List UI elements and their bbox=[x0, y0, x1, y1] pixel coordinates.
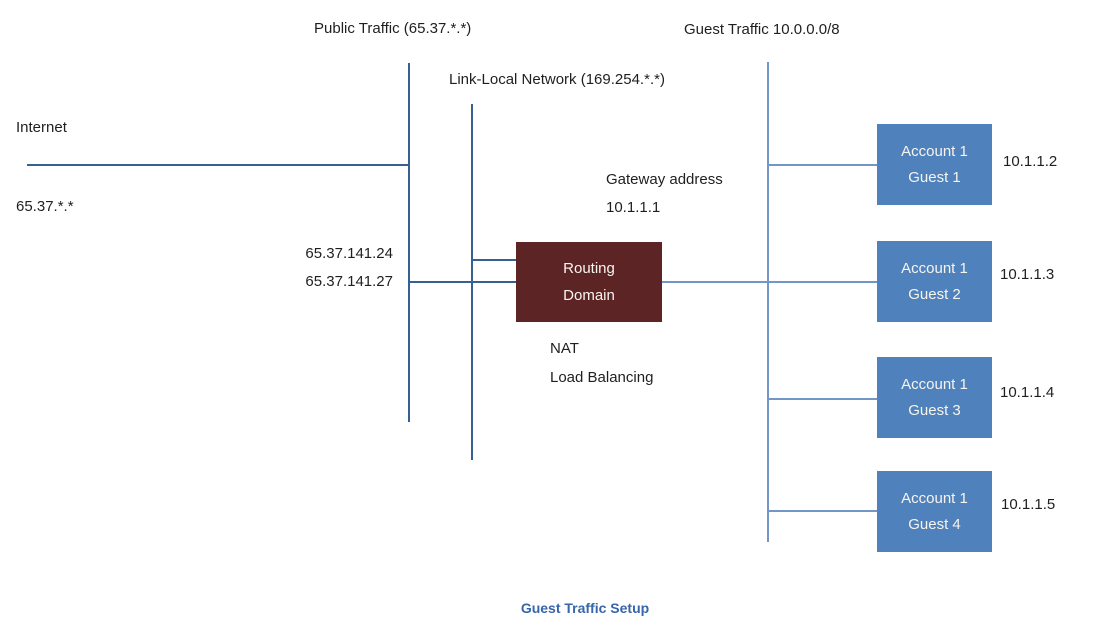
guest-1-name-label: Guest 1 bbox=[908, 168, 961, 186]
guest-3-account-label: Account 1 bbox=[901, 375, 968, 393]
diagram-caption: Guest Traffic Setup bbox=[520, 600, 650, 616]
nat-label: NAT bbox=[550, 340, 579, 357]
routing-domain-label-line2: Domain bbox=[563, 287, 615, 304]
guest-1-branch-line bbox=[769, 164, 877, 166]
guest-4-branch-line bbox=[769, 510, 877, 512]
guest-traffic-bus-line bbox=[767, 62, 769, 542]
guest-2-account-label: Account 1 bbox=[901, 259, 968, 277]
guest-3-ip-label: 10.1.1.4 bbox=[1000, 384, 1055, 401]
guest-3-node: Account 1 Guest 3 bbox=[877, 357, 992, 438]
guest-2-node: Account 1 Guest 2 bbox=[877, 241, 992, 322]
guest-4-ip-label: 10.1.1.5 bbox=[1001, 496, 1056, 513]
internet-label: Internet bbox=[16, 119, 67, 136]
public-traffic-bus-line bbox=[408, 63, 410, 422]
guest-1-account-label: Account 1 bbox=[901, 142, 968, 160]
routing-domain-node: Routing Domain bbox=[516, 242, 662, 322]
gateway-address-label: Gateway address bbox=[606, 171, 723, 188]
guest-1-ip-label: 10.1.1.2 bbox=[1003, 153, 1058, 170]
internet-line bbox=[27, 164, 409, 166]
guest-1-node: Account 1 Guest 1 bbox=[877, 124, 992, 205]
guest-2-name-label: Guest 2 bbox=[908, 285, 961, 303]
public-traffic-label: Public Traffic (65.37.*.*) bbox=[314, 20, 472, 37]
guest-traffic-label: Guest Traffic 10.0.0.0/8 bbox=[684, 21, 840, 38]
guest-3-branch-line bbox=[769, 398, 877, 400]
guest-3-name-label: Guest 3 bbox=[908, 401, 961, 419]
link-local-label: Link-Local Network (169.254.*.*) bbox=[449, 71, 665, 88]
internet-subnet-label: 65.37.*.* bbox=[16, 198, 74, 215]
guest-4-node: Account 1 Guest 4 bbox=[877, 471, 992, 552]
guest-2-ip-label: 10.1.1.3 bbox=[1000, 266, 1055, 283]
guest-4-account-label: Account 1 bbox=[901, 489, 968, 507]
public-to-routing-line bbox=[409, 281, 516, 283]
load-balancing-label: Load Balancing bbox=[550, 369, 654, 386]
gateway-ip-label: 10.1.1.1 bbox=[606, 199, 661, 216]
routing-domain-label-line1: Routing bbox=[563, 260, 615, 277]
public-ip-2-label: 65.37.141.27 bbox=[305, 273, 393, 290]
guest-4-name-label: Guest 4 bbox=[908, 515, 961, 533]
routing-to-guest-2-line bbox=[662, 281, 877, 283]
link-local-to-routing-line bbox=[472, 259, 516, 261]
public-ip-1-label: 65.37.141.24 bbox=[305, 245, 393, 262]
